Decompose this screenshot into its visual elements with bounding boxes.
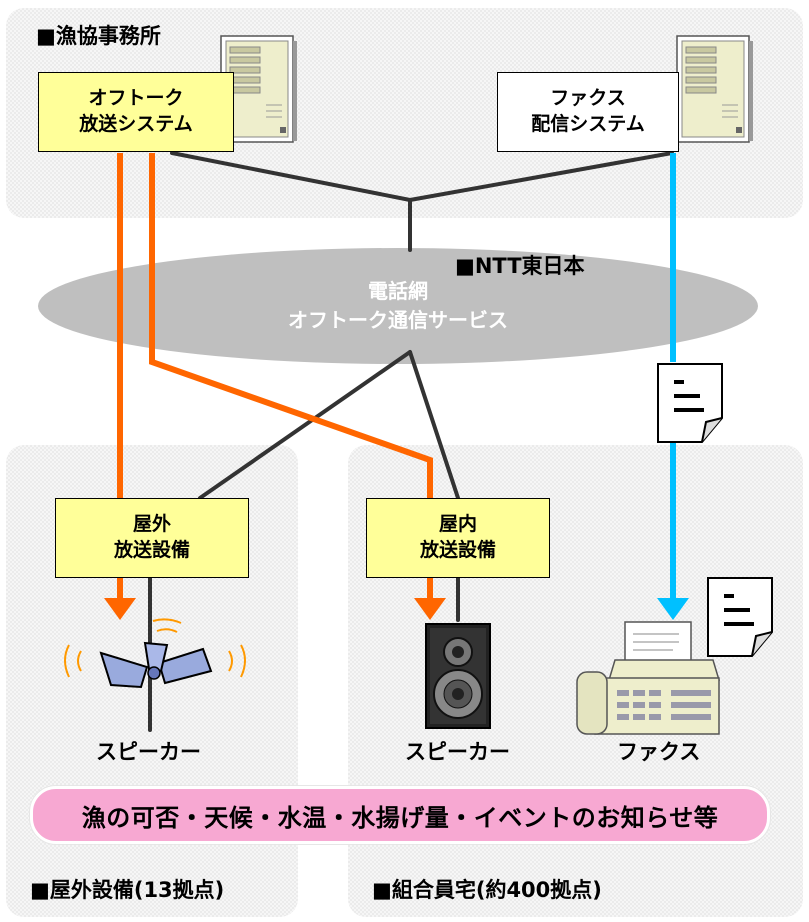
fax-system-line2: 配信システム [531,113,645,135]
offtalk-system-line2: 放送システム [79,113,193,135]
broadcast-arrow-outdoor-head [104,598,136,620]
outdoor-broadcast-equipment: 屋外 放送設備 [55,498,249,578]
outdoor-equipment-line2: 放送設備 [113,539,190,561]
outdoor-equipment-line1: 屋外 [132,513,171,536]
network-service: オフトーク通信サービス [288,308,508,332]
document-icon [657,363,723,443]
broadcast-line-indoor [149,153,433,498]
fax-delivery-system: ファクス 配信システム [497,72,679,152]
notice-banner: 漁の可否・天候・水温・水揚げ量・イベントのお知らせ等 [30,786,770,844]
broadcast-arrow-indoor-head [414,598,446,620]
document-icon [707,577,773,657]
office-label: ■漁協事務所 [36,24,161,48]
fax-label: ファクス [617,740,701,764]
outdoor-panel-label: ■屋外設備(13拠点) [30,878,225,902]
carrier-label: ■NTT東日本 [455,254,585,278]
indoor-equipment-line1: 屋内 [438,513,477,536]
server-icon [676,35,753,143]
indoor-broadcast-equipment: 屋内 放送設備 [366,498,550,578]
offtalk-network-line [170,151,412,202]
fax-machine-icon [576,621,721,735]
indoor-equipment-line2: 放送設備 [419,539,496,561]
offtalk-broadcast-system: オフトーク 放送システム [38,72,234,152]
members-panel-label: ■組合員宅(約400拠点) [372,878,602,902]
fax-arrow-head [657,598,689,620]
offtalk-system-line1: オフトーク [88,87,184,110]
indoor-network-line [408,350,460,500]
network-title: 電話網 [368,279,428,303]
fax-network-line [408,151,674,202]
indoor-speaker-label: スピーカー [405,740,510,764]
horn-speaker-icon [64,618,246,689]
speaker-icon [425,623,491,729]
telephone-network: 電話網 オフトーク通信サービス [38,248,758,364]
outdoor-network-line [198,350,412,500]
server-icon [220,35,297,143]
fax-system-line1: ファクス [550,87,626,110]
outdoor-speaker-label: スピーカー [96,740,201,764]
